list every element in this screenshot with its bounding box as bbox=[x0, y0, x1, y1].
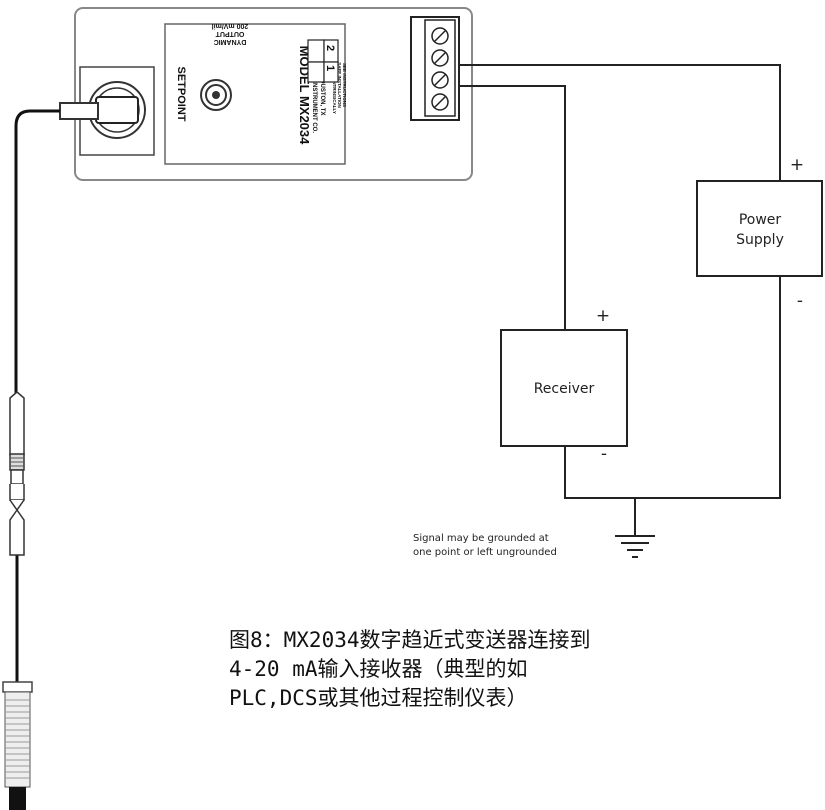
approval-line-3: SEE INSTRUCTIONS bbox=[342, 63, 347, 107]
bnc-connector-icon bbox=[200, 79, 232, 111]
terminal-number-boxes: 1 2 bbox=[307, 39, 339, 83]
receiver-label: Receiver bbox=[534, 381, 595, 397]
receiver-minus: - bbox=[601, 444, 607, 464]
output-line-1: DYNAMIC bbox=[214, 38, 247, 45]
wiring bbox=[459, 64, 781, 535]
figure-caption: 图8：MX2034数字趋近式变送器连接到4-20 mA输入接收器（典型的如PLC… bbox=[229, 628, 591, 710]
maker-text: METRIX INSTRUMENT CO. bbox=[311, 57, 317, 133]
probe-cable bbox=[14, 109, 60, 682]
power-supply-label-line-1: Power bbox=[739, 212, 782, 228]
brand-label: SETPOINT bbox=[175, 66, 187, 121]
ground-icon bbox=[615, 535, 655, 558]
power-supply-plus: + bbox=[790, 155, 804, 175]
terminal-block-icon bbox=[410, 16, 460, 121]
receiver-plus: + bbox=[596, 306, 610, 326]
receiver-box: Receiver bbox=[500, 329, 628, 447]
output-line-2: OUTPUT bbox=[215, 30, 245, 37]
ground-note-line-2: one point or left ungrounded bbox=[413, 547, 557, 558]
power-supply-box: Power Supply bbox=[696, 180, 823, 277]
output-text: DYNAMIC OUTPUT 200 mV/mil bbox=[212, 22, 249, 45]
ground-note-line-1: Signal may be grounded at bbox=[413, 533, 549, 544]
output-line-3: 200 mV/mil bbox=[212, 22, 249, 29]
cable-gland-icon bbox=[59, 66, 155, 156]
power-supply-label-line-2: Supply bbox=[736, 232, 784, 248]
terminal-1-label: 1 bbox=[324, 65, 336, 71]
cable-connector-icon bbox=[9, 391, 25, 556]
approval-line-2: SAFE INSTALLATION bbox=[337, 62, 342, 108]
brand-text: SETPOINT bbox=[175, 66, 187, 121]
proximity-probe-icon bbox=[2, 681, 33, 810]
power-supply-minus: - bbox=[797, 291, 803, 311]
city-text: HOUSTON, TX bbox=[319, 75, 325, 116]
approval-line-1: EX-RATED/INTRINSICALLY bbox=[332, 56, 337, 114]
terminal-2-label: 2 bbox=[324, 45, 336, 51]
